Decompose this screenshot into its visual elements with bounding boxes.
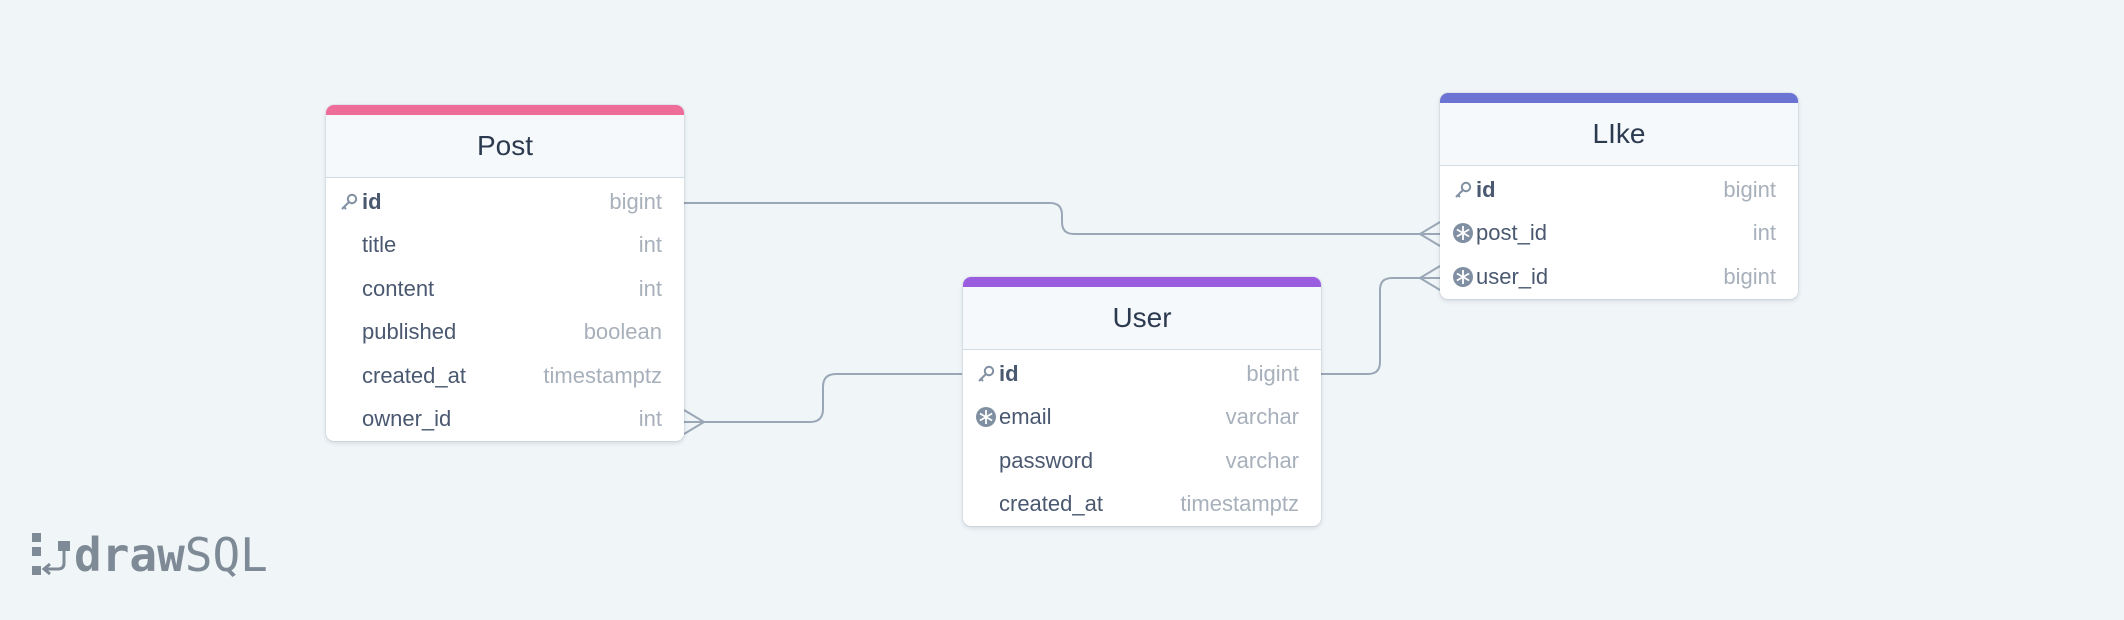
column-type: boolean <box>583 319 662 345</box>
column-row-owner-id[interactable]: owner_id int <box>326 398 684 442</box>
column-type: timestamptz <box>1180 491 1299 517</box>
icon-placeholder <box>336 363 362 389</box>
column-name: user_id <box>1476 263 1549 289</box>
column-type: bigint <box>1246 360 1299 386</box>
table-title: Post <box>326 115 684 178</box>
column-type: int <box>638 275 662 301</box>
column-name: title <box>362 232 397 258</box>
column-row-id[interactable]: id bigint <box>963 352 1321 396</box>
icon-placeholder <box>973 448 999 474</box>
snowflake-icon <box>973 404 999 430</box>
column-row-user-id[interactable]: user_id bigint <box>1440 255 1798 299</box>
column-name: email <box>999 404 1052 430</box>
column-name: created_at <box>999 491 1103 517</box>
column-row-created-at[interactable]: created_at timestamptz <box>326 354 684 398</box>
logo-text-sql: SQL <box>184 528 268 582</box>
column-name: published <box>362 319 457 345</box>
column-row-post-id[interactable]: post_id int <box>1440 212 1798 256</box>
relation-user-like <box>1320 277 1440 375</box>
column-row-password[interactable]: password varchar <box>963 439 1321 483</box>
column-list: id bigint title int content int published boole… <box>326 178 684 441</box>
table-post[interactable]: Post id bigint title int content int published… <box>326 105 684 441</box>
column-type: bigint <box>609 188 662 214</box>
logo-text-draw: draw <box>74 528 185 582</box>
icon-placeholder <box>336 406 362 432</box>
column-type: int <box>1752 220 1776 246</box>
column-row-title[interactable]: title int <box>326 224 684 268</box>
column-name: password <box>999 447 1094 473</box>
column-name: post_id <box>1476 220 1547 246</box>
column-row-email[interactable]: email varchar <box>963 396 1321 440</box>
table-user[interactable]: User id bigint email varchar password varchar… <box>963 277 1321 526</box>
drawsql-logo-icon <box>32 533 70 576</box>
table-accent-bar <box>326 105 684 115</box>
column-row-created-at[interactable]: created_at timestamptz <box>963 483 1321 527</box>
column-type: bigint <box>1723 263 1776 289</box>
column-type: timestamptz <box>543 362 662 388</box>
column-name: content <box>362 275 435 301</box>
column-row-published[interactable]: published boolean <box>326 311 684 355</box>
icon-placeholder <box>336 319 362 345</box>
column-list: id bigint email varchar password varchar creat… <box>963 350 1321 526</box>
column-name: id <box>362 188 382 214</box>
snowflake-icon <box>1450 220 1476 246</box>
column-list: id bigint post_id int user_id bigint <box>1440 166 1798 299</box>
column-row-content[interactable]: content int <box>326 267 684 311</box>
icon-placeholder <box>336 276 362 302</box>
crowfoot-like-post-id <box>1419 221 1441 247</box>
icon-placeholder <box>973 491 999 517</box>
column-type: int <box>638 232 662 258</box>
column-type: bigint <box>1723 176 1776 202</box>
crowfoot-like-user-id <box>1419 265 1441 291</box>
table-accent-bar <box>963 277 1321 287</box>
table-title: User <box>963 287 1321 350</box>
relation-post-like <box>684 202 1440 235</box>
column-name: created_at <box>362 362 466 388</box>
column-type: varchar <box>1225 404 1299 430</box>
snowflake-icon <box>1450 264 1476 290</box>
relation-user-post <box>684 373 962 423</box>
key-icon <box>336 189 362 215</box>
table-like[interactable]: LIke id bigint post_id int user_id bigint <box>1440 93 1798 299</box>
table-accent-bar <box>1440 93 1798 103</box>
column-name: id <box>999 360 1019 386</box>
table-title: LIke <box>1440 103 1798 166</box>
key-icon <box>1450 177 1476 203</box>
column-type: int <box>638 406 662 432</box>
column-row-id[interactable]: id bigint <box>326 180 684 224</box>
column-type: varchar <box>1225 447 1299 473</box>
column-row-id[interactable]: id bigint <box>1440 168 1798 212</box>
column-name: id <box>1476 176 1496 202</box>
crowfoot-post-owner-id <box>683 409 705 435</box>
key-icon <box>973 361 999 387</box>
icon-placeholder <box>336 232 362 258</box>
column-name: owner_id <box>362 406 452 432</box>
